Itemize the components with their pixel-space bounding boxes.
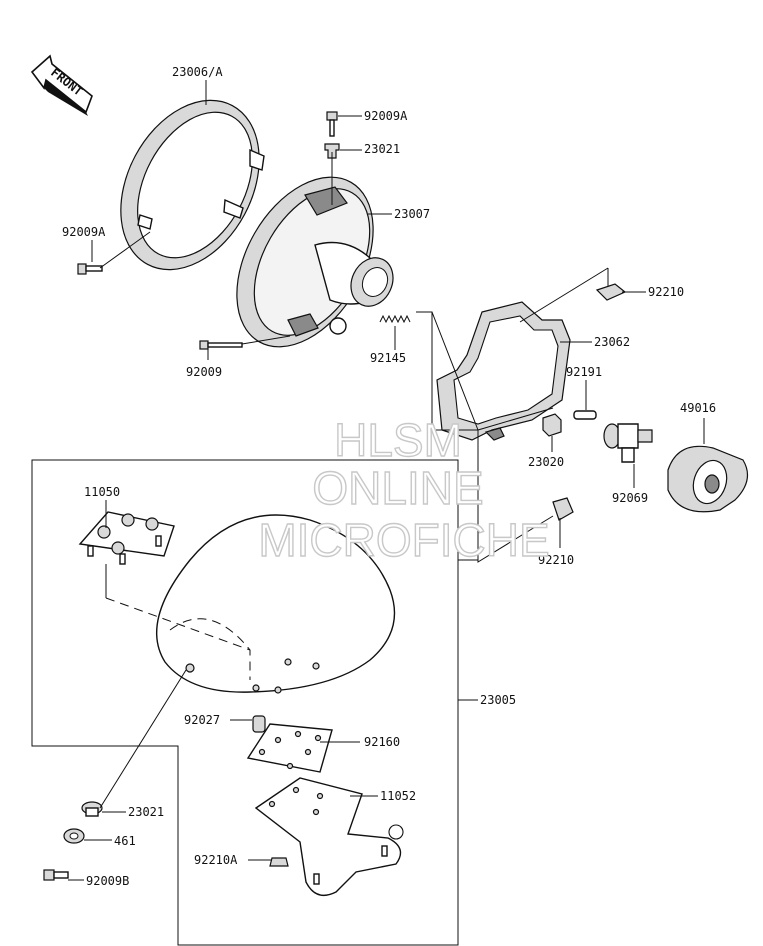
label-92069: 92069 bbox=[612, 491, 648, 505]
label-23005: 23005 bbox=[480, 693, 516, 707]
label-92191: 92191 bbox=[566, 365, 602, 379]
front-arrow: FRONT bbox=[30, 54, 93, 116]
label-23006a: 23006/A bbox=[172, 65, 223, 79]
plate-92160 bbox=[246, 723, 333, 773]
part-labels: 23006/A 92009A 23021 23007 92009A 92210 … bbox=[62, 65, 716, 888]
bracket-plate-lower bbox=[254, 777, 404, 896]
label-23020: 23020 bbox=[528, 455, 564, 469]
headlight-housing bbox=[236, 176, 394, 348]
label-23007: 23007 bbox=[394, 207, 430, 221]
watermark-line-1: HLSM bbox=[334, 414, 462, 466]
headlight-shell bbox=[156, 514, 396, 694]
label-92009a-left: 92009A bbox=[62, 225, 106, 239]
headlight-rim bbox=[120, 99, 265, 271]
label-92145: 92145 bbox=[370, 351, 406, 365]
label-92160: 92160 bbox=[364, 735, 400, 749]
watermark-line-3: MICROFICHE bbox=[258, 514, 549, 566]
watermark: HLSM ONLINE MICROFICHE bbox=[258, 413, 551, 566]
label-92027: 92027 bbox=[184, 713, 220, 727]
fasteners bbox=[43, 111, 627, 881]
label-92210a: 92210A bbox=[194, 853, 238, 867]
label-461: 461 bbox=[114, 834, 136, 848]
bracket-plate-upper bbox=[78, 511, 175, 565]
label-11050: 11050 bbox=[84, 485, 120, 499]
label-92210-mid: 92210 bbox=[538, 553, 574, 567]
label-92009a-top: 92009A bbox=[364, 109, 408, 123]
label-23021-bottom: 23021 bbox=[128, 805, 164, 819]
reflector-bracket bbox=[436, 301, 571, 441]
dust-cover bbox=[667, 445, 749, 513]
headlight-bulb bbox=[603, 423, 653, 463]
label-49016: 49016 bbox=[680, 401, 716, 415]
label-23062: 23062 bbox=[594, 335, 630, 349]
label-11052: 11052 bbox=[380, 789, 416, 803]
label-92009: 92009 bbox=[186, 365, 222, 379]
label-23021-top: 23021 bbox=[364, 142, 400, 156]
leader-lines bbox=[31, 80, 705, 946]
watermark-line-2: ONLINE bbox=[312, 462, 483, 514]
label-92210-top: 92210 bbox=[648, 285, 684, 299]
label-92009b: 92009B bbox=[86, 874, 129, 888]
